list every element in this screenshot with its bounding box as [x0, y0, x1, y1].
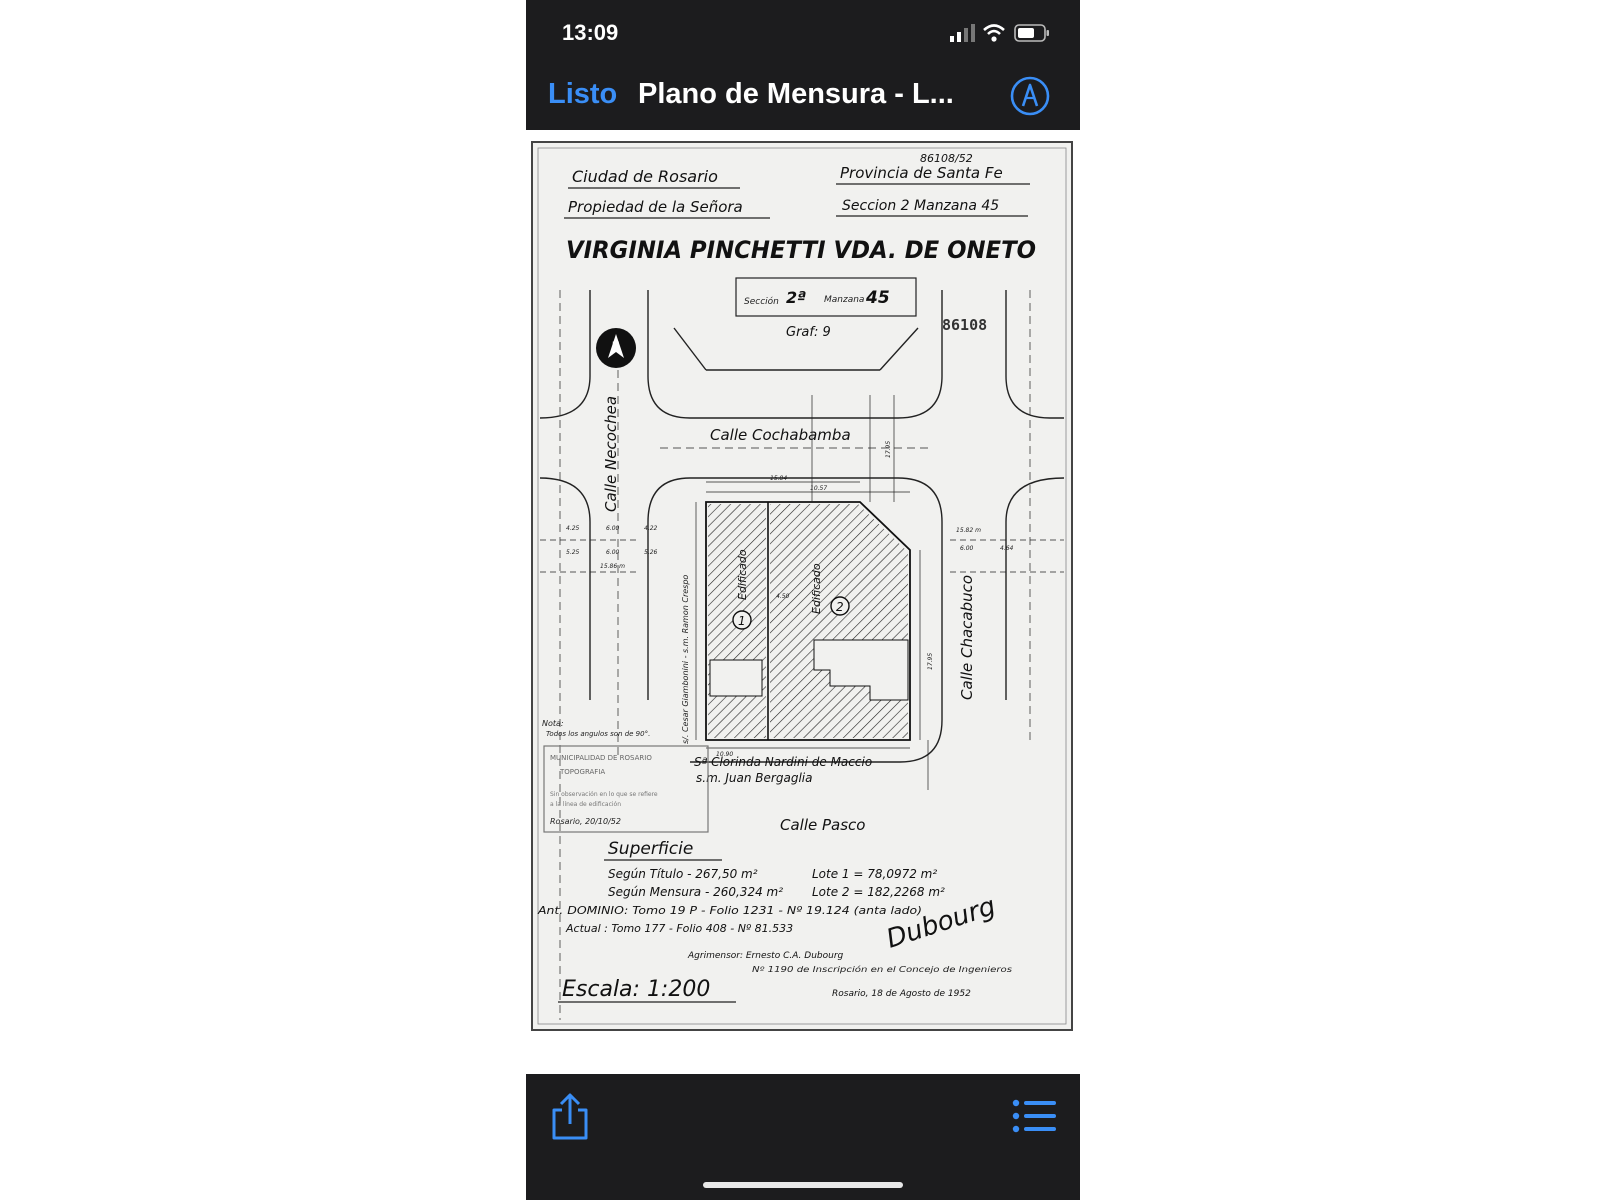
dim-d3: 4.22 [644, 525, 658, 532]
neighbor-bottom-2: s.m. Juan Bergaglia [696, 771, 812, 785]
status-time: 13:09 [562, 20, 619, 45]
navigation-bar: Listo Plano de Mensura - L... [526, 68, 1080, 130]
dim-d6: 5.26 [644, 549, 658, 556]
document-viewer[interactable]: 86108/52 Ciudad de Rosario Provincia de … [526, 130, 1080, 1074]
plan-number-top: 86108/52 [920, 152, 973, 165]
province-label: Provincia de Santa Fe [840, 164, 1003, 182]
dim-d12: 15.82 m [956, 527, 981, 534]
city-label: Ciudad de Rosario [572, 167, 718, 186]
dim-d16: 10.90 [716, 751, 733, 758]
share-icon[interactable] [548, 1092, 592, 1142]
street-chacabuco: Calle Chacabuco [958, 575, 976, 700]
dim-d9: 10.57 [810, 485, 827, 492]
bottom-toolbar [526, 1074, 1080, 1200]
dim-d11: 4.50 [776, 593, 790, 600]
lote2-area: Lote 2 = 182,2268 m² [812, 885, 945, 899]
list-icon[interactable] [1012, 1098, 1056, 1134]
neighbor-left: s/. Cesar Giambonini - s.m. Ramon Crespo [681, 575, 690, 744]
agrimensor-line: Agrimensor: Ernesto C.A. Dubourg [687, 951, 844, 961]
muni-line-3: Sin observación en lo que se refiere [550, 791, 658, 798]
muni-line-1: MUNICIPALIDAD DE ROSARIO [550, 754, 652, 762]
lot2-edificado: Edificado [810, 563, 823, 614]
nota-text: Todos los angulos son de 90°. [546, 730, 650, 738]
neighbor-bottom-1: Sª Clorinda Nardini de Maccio [694, 755, 872, 769]
fecha-line: Rosario, 18 de Agosto de 1952 [832, 989, 971, 999]
phone-screen: 13:09 Listo Plano de Mensura - L... [526, 0, 1080, 1200]
muni-line-2: TOPOGRAFIA [559, 768, 605, 776]
lot2-marker [830, 596, 850, 616]
street-necochea: Calle Necochea [602, 396, 620, 512]
actual-line: Actual : Tomo 177 - Folio 408 - Nº 81.53… [565, 922, 793, 935]
svg-text:N: N [612, 341, 620, 351]
owner-label: Propiedad de la Señora [568, 198, 743, 216]
dim-d5: 6.00 [606, 549, 620, 556]
dim-d1: 4.25 [566, 525, 580, 532]
dim-d10: 17.95 [885, 441, 892, 458]
lot1-marker [732, 610, 752, 630]
survey-plan-page[interactable]: 86108/52 Ciudad de Rosario Provincia de … [530, 140, 1074, 1032]
dominio-line: Ant. DOMINIO: Tomo 19 P - Folio 1231 - N… [537, 904, 922, 917]
battery-icon [1014, 24, 1049, 42]
dim-d15: 17.95 [927, 653, 934, 670]
wifi-icon [983, 24, 1005, 42]
section-block-label: Seccion 2 Manzana 45 [842, 198, 999, 214]
box-seccion-value: 2ª [786, 288, 806, 307]
done-button[interactable]: Listo [548, 78, 618, 110]
lot2-number: 2 [836, 600, 844, 614]
sup-mensura: Según Mensura - 260,324 m² [608, 885, 783, 899]
escala-label: Escala: 1:200 [562, 977, 710, 1002]
inscripcion-line: Nº 1190 de Inscripción en el Concejo de … [752, 964, 1012, 974]
stamp-number: 86108 [942, 316, 987, 334]
superficie-title: Superficie [608, 839, 693, 859]
dim-d8: 15.84 [770, 475, 787, 482]
owner-name: VIRGINIA PINCHETTI VDA. DE ONETO [566, 236, 1036, 264]
home-indicator[interactable] [703, 1182, 903, 1188]
status-bar: 13:09 [526, 0, 1080, 68]
dim-d2: 6.00 [606, 525, 620, 532]
lot1-edificado: Edificado [736, 549, 749, 600]
section-box [735, 277, 917, 317]
street-pasco: Calle Pasco [780, 816, 865, 834]
dim-d4: 5.25 [566, 549, 580, 556]
dim-d13: 6.00 [960, 545, 974, 552]
cellular-signal-icon [950, 24, 975, 42]
north-arrow-icon: N [596, 328, 636, 368]
municipal-stamp [543, 745, 709, 833]
lot-plan [695, 395, 929, 790]
markup-pen-icon[interactable] [1010, 76, 1050, 116]
dim-d14: 4.64 [1000, 545, 1014, 552]
muni-line-5: Rosario, 20/10/52 [550, 817, 621, 826]
muni-line-4: a la línea de edificación [550, 801, 621, 808]
dim-d7: 15.86 m [600, 563, 625, 570]
lot1-number: 1 [738, 614, 746, 628]
box-manzana-value: 45 [865, 288, 890, 308]
nota-title: Nota: [542, 719, 564, 728]
box-manzana-label: Manzana [824, 295, 864, 305]
graf-label: Graf: 9 [786, 325, 831, 340]
box-seccion-label: Sección [744, 296, 779, 307]
paper-border [537, 147, 1067, 1025]
sup-titulo: Según Título - 267,50 m² [608, 867, 758, 881]
street-grid [539, 290, 1065, 1020]
lote1-area: Lote 1 = 78,0972 m² [812, 867, 937, 881]
street-cochabamba: Calle Cochabamba [710, 426, 851, 444]
document-title: Plano de Mensura - L... [638, 78, 954, 110]
